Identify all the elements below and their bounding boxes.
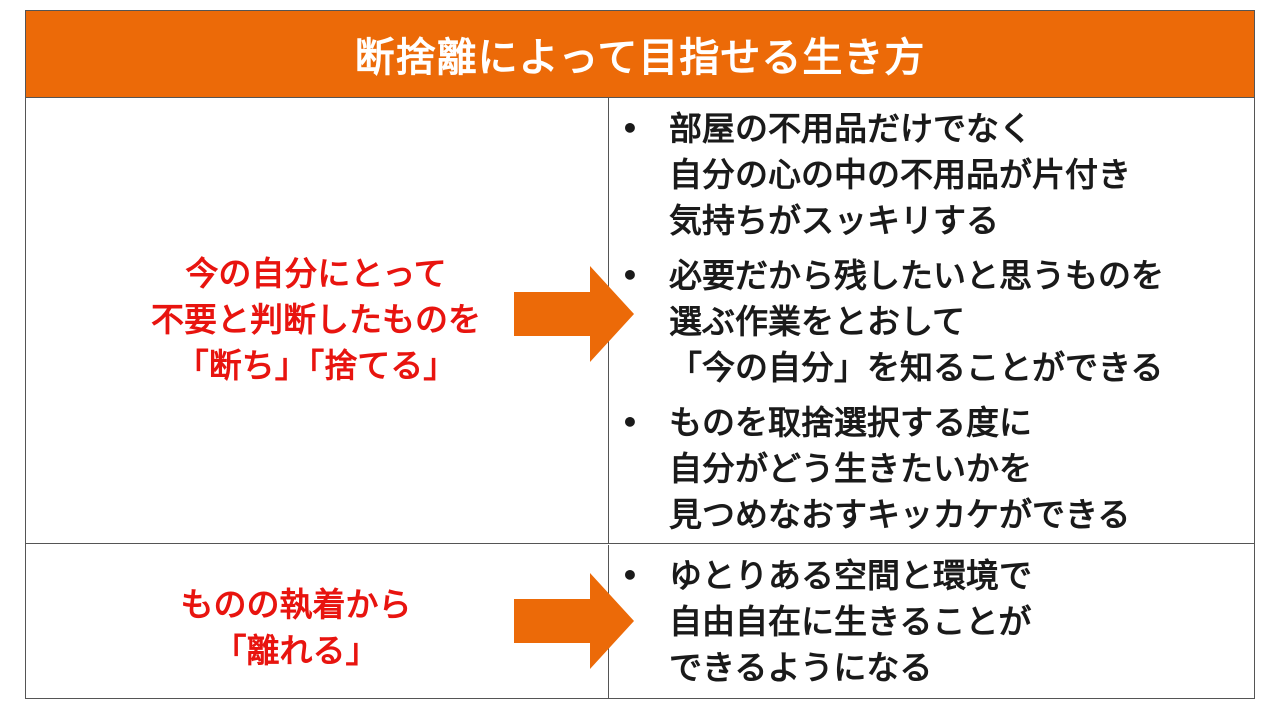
bullet-icon: • <box>621 259 639 292</box>
bullet-icon: • <box>621 406 639 439</box>
right-arrow-icon <box>514 266 634 362</box>
bullet-text-line: 見つめなおすキッカケができる <box>669 495 1131 534</box>
action-description: 今の自分にとって 不要と判断したものを 「断ち」「捨てる」 <box>86 251 546 389</box>
bullet-icon: • <box>621 112 639 145</box>
action-line: 今の自分にとって <box>185 254 447 293</box>
bullet-text-line: 自由自在に生きることが <box>669 602 1032 641</box>
right-cell: • 部屋の不用品だけでなく 自分の心の中の不用品が片付き 気持ちがスッキリする … <box>609 98 1254 543</box>
bullet-text-line: ものを取捨選択する度に <box>669 403 1032 442</box>
bullet-text-line: 選ぶ作業をとおして <box>669 302 966 341</box>
bullet-text-line: 自分の心の中の不用品が片付き <box>669 155 1131 194</box>
bullet-text-line: 部屋の不用品だけでなく <box>669 109 1032 148</box>
bullet-text-line: 気持ちがスッキリする <box>669 201 999 240</box>
bullet-text-line: 必要だから残したいと思うものを <box>669 256 1164 295</box>
left-cell: ものの執着から 「離れる」 <box>26 545 634 698</box>
left-cell: 今の自分にとって 不要と判断したものを 「断ち」「捨てる」 <box>26 98 634 543</box>
table-row: ものの執着から 「離れる」 • ゆとりある空間と環境で 自由自在に生きることが … <box>26 545 1254 698</box>
action-line: ものの執着から <box>180 585 412 624</box>
bullet-text-line: 「今の自分」を知ることができる <box>669 348 1164 387</box>
title-bar: 断捨離によって目指せる生き方 <box>26 11 1254 98</box>
bullet-text-line: 自分がどう生きたいかを <box>669 449 1032 488</box>
bullet-text-line: ゆとりある空間と環境で <box>669 556 1032 595</box>
comparison-table: 断捨離によって目指せる生き方 今の自分にとって 不要と判断したものを 「断ち」「… <box>25 10 1255 699</box>
right-cell: • ゆとりある空間と環境で 自由自在に生きることが できるようになる <box>609 545 1254 698</box>
action-line: 「離れる」 <box>213 631 379 670</box>
action-line: 「断ち」「捨てる」 <box>175 346 457 385</box>
table-row: 今の自分にとって 不要と判断したものを 「断ち」「捨てる」 • 部屋の不用品だけ… <box>26 98 1254 544</box>
action-line: 不要と判断したものを <box>151 300 481 339</box>
right-arrow-icon <box>514 573 634 669</box>
bullet-icon: • <box>621 559 639 592</box>
action-description: ものの執着から 「離れる」 <box>66 582 526 674</box>
slide-title: 断捨離によって目指せる生き方 <box>354 35 926 81</box>
bullet-text-line: できるようになる <box>669 648 933 687</box>
